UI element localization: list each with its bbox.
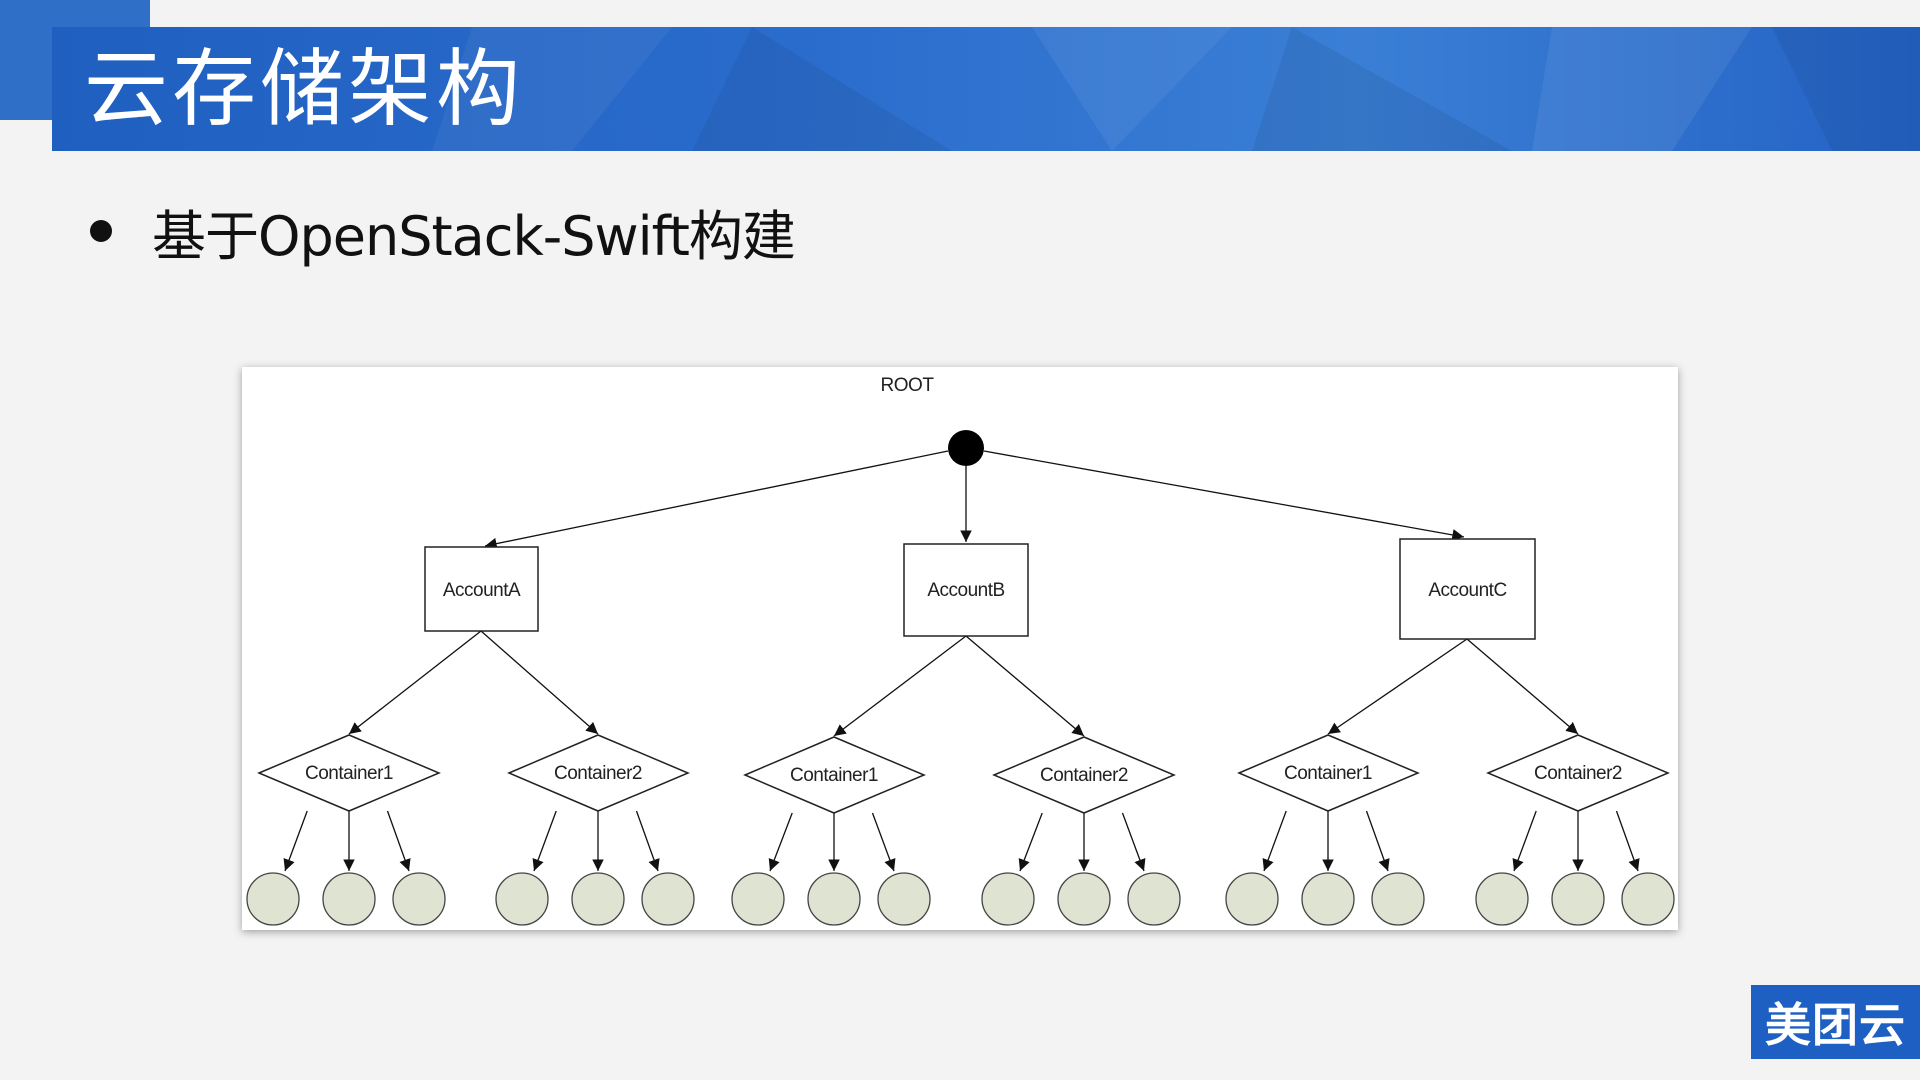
edge-container-b1-object3 [871,812,896,872]
tree-edges [283,450,1640,872]
edge-container-b1-object1 [768,812,793,872]
object-node-c2-2 [1551,872,1605,926]
object-node-c1-1 [1225,872,1279,926]
object-node-a2-1 [495,872,549,926]
root-node [948,430,984,466]
edge-container-c1-object1 [1262,810,1287,872]
object-node-b2-3 [1127,872,1181,926]
root-label: ROOT [881,375,935,396]
object-node-a1-1 [246,872,300,926]
container-label-c1: Container1 [1284,763,1372,784]
edge-container-a1-object1 [283,810,308,872]
object-node-a1-2 [322,872,376,926]
edge-container-a1-object3 [386,810,411,872]
container-node-c1 [1237,734,1420,812]
title-band: 云存储架构 [52,27,1920,151]
edge-container-c1-object3 [1365,810,1390,872]
container-node-b1 [743,736,926,814]
object-node-b1-2 [807,872,861,926]
edge-account-c-container1 [1327,638,1468,735]
container-node-c2 [1486,734,1670,812]
object-node-a2-2 [571,872,625,926]
edge-account-a-container2 [480,630,599,735]
object-node-b2-1 [981,872,1035,926]
container-label-c2: Container2 [1534,763,1622,784]
bullet-dot [90,220,112,242]
edge-root-account-c [983,450,1465,541]
account-node-b [903,543,1029,637]
edge-account-b-container2 [965,635,1085,737]
object-node-b1-1 [731,872,785,926]
page-title: 云存储架构 [84,40,525,138]
tree-svg: ROOT AccountA AccountB AccountC Containe… [246,375,1675,926]
object-node-c2-3 [1621,872,1675,926]
edge-container-a2-object3 [635,810,660,872]
account-node-c [1399,538,1536,640]
container-node-a2 [507,734,690,812]
container-node-b2 [992,736,1176,814]
object-node-b2-2 [1057,872,1111,926]
edge-account-a-container1 [348,630,482,735]
edge-container-c2-object3 [1615,810,1640,872]
object-leaves [246,872,1675,926]
object-node-b1-3 [877,872,931,926]
container-label-b2: Container2 [1040,765,1128,786]
object-node-a1-3 [392,872,446,926]
bullet-text: 基于OpenStack-Swift构建 [152,204,796,268]
tree-nodes: ROOT AccountA AccountB AccountC Containe… [257,375,1670,814]
edge-container-a2-object1 [532,810,557,872]
edge-account-c-container2 [1466,638,1579,735]
title-band-pattern [432,27,1920,151]
object-node-c2-1 [1475,872,1529,926]
edge-account-b-container1 [833,635,967,737]
account-node-a [424,546,539,632]
object-node-c1-2 [1301,872,1355,926]
account-label-a: AccountA [443,580,521,601]
brand-logo: 美团云 [1751,985,1920,1059]
container-label-b1: Container1 [790,765,878,786]
container-node-a1 [257,734,441,812]
object-node-a2-3 [641,872,695,926]
edge-container-b2-object1 [1018,812,1043,872]
bullet-item: 基于OpenStack-Swift构建 [90,196,796,268]
container-label-a2: Container2 [554,763,642,784]
edge-container-b2-object3 [1121,812,1146,872]
object-node-c1-3 [1371,872,1425,926]
storage-tree-diagram: ROOT AccountA AccountB AccountC Containe… [242,367,1678,930]
edge-root-account-a [484,450,949,550]
account-label-b: AccountB [927,580,1004,601]
container-label-a1: Container1 [305,763,393,784]
edge-container-c2-object1 [1512,810,1537,872]
account-label-c: AccountC [1428,580,1506,601]
